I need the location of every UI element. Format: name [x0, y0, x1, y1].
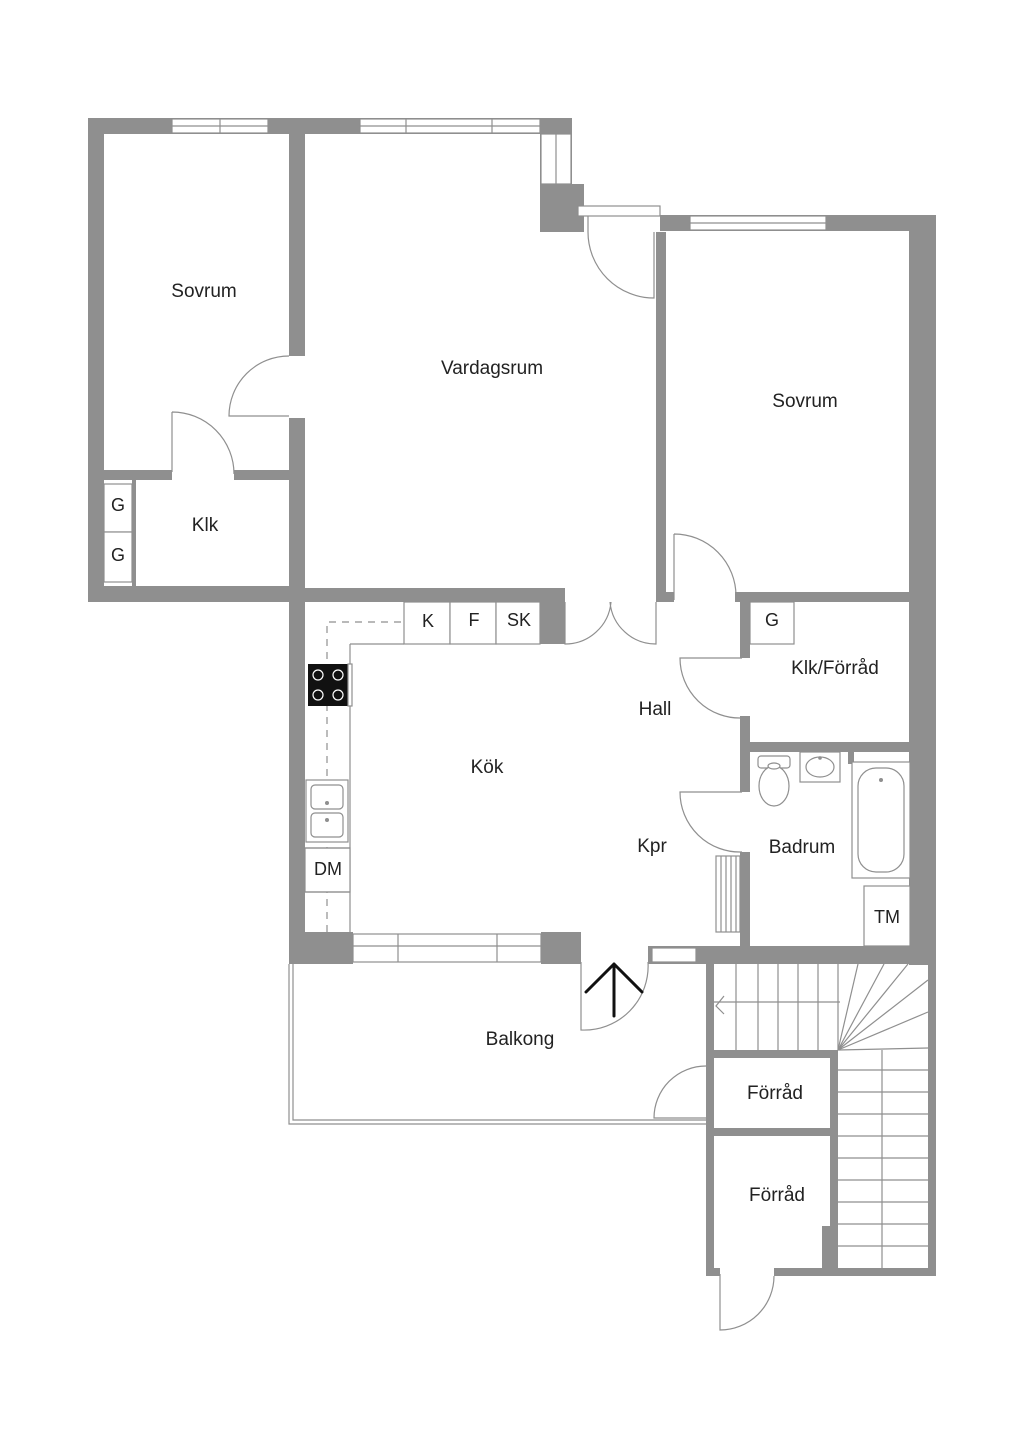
room-label-hall: Hall: [639, 699, 672, 720]
fridge-k: [403, 601, 451, 645]
door-vardagsrum-balcony: [587, 216, 655, 299]
wall-klk-partition: [132, 480, 136, 588]
fixture-label-f: F: [469, 610, 480, 630]
hall-radiator-icon: [715, 855, 741, 933]
window-kitchen: [352, 933, 542, 963]
wall-sovrum-right-bottom-b: [735, 592, 909, 602]
cabinet-sk: [495, 601, 541, 645]
dishwasher-dm: [304, 847, 351, 893]
kitchen-fixtures: [304, 601, 541, 932]
wall-sovrum-right-bottom-a: [656, 592, 674, 602]
fixture-label-dm: DM: [314, 859, 342, 879]
bathroom-sink-icon: [799, 751, 841, 783]
wall-right: [909, 215, 936, 965]
wall-sovrum-vardagsrum-upper: [289, 118, 305, 356]
room-label-kok: Kök: [471, 757, 504, 778]
kitchen-sink-icon: [305, 779, 349, 843]
wall-forrad-mid: [706, 1128, 838, 1136]
fixture-label-tm: TM: [874, 907, 900, 927]
room-label-vardagsrum: Vardagsrum: [441, 358, 543, 379]
wall-kitchen-bottom-right: [648, 946, 936, 964]
room-label-klk: Klk: [192, 515, 219, 536]
wall-badrum-left-b: [740, 852, 750, 950]
door-badrum: [679, 791, 743, 853]
bathroom-fixtures: [757, 751, 911, 947]
wall-klk-forrad-left-lower: [740, 716, 750, 746]
washing-machine-tm: [863, 885, 911, 947]
wall-badrum-left-a: [740, 752, 750, 792]
wall-storage-bottom-right: [774, 1268, 936, 1276]
wall-kitchen-bottom: [289, 932, 353, 964]
room-label-sovrum-left: Sovrum: [171, 281, 236, 302]
room-label-kpr: Kpr: [637, 836, 667, 857]
wall-left-bottom: [88, 586, 304, 602]
door-forrad-upper: [653, 1065, 707, 1119]
door-sovrum-right: [673, 533, 737, 600]
wall-badrum-column: [848, 752, 854, 764]
wall-storage-right: [928, 964, 936, 1276]
doors: [171, 216, 775, 1331]
wall-klk-forrad-bottom: [740, 742, 909, 752]
room-labels: Sovrum Vardagsrum Sovrum Klk Klk/Förråd …: [171, 281, 879, 1206]
stair-upper: [714, 963, 929, 1051]
fixture-label-g3: G: [765, 610, 779, 630]
balcony-outline-outer: [288, 964, 706, 1125]
freezer-f: [449, 601, 497, 645]
room-label-forrad-lower: Förråd: [749, 1185, 805, 1206]
door-entrance: [580, 961, 649, 1031]
door-klk: [171, 411, 235, 475]
balcony-outline-inner: [292, 964, 706, 1121]
door-sovrum-left: [228, 355, 290, 417]
fixture-label-k: K: [422, 611, 434, 631]
wall-sovrum-vardagsrum-lower: [289, 418, 305, 602]
stairwell: [706, 963, 936, 1276]
wall-klk-forrad-left: [740, 600, 750, 658]
door-forrad-lower: [719, 1274, 775, 1331]
wall-vardagsrum-bottom: [305, 588, 565, 602]
window-balcony-door-frame: [577, 205, 661, 217]
wall-forrad-right: [830, 1050, 838, 1226]
wall-kitchen-left: [289, 586, 305, 964]
room-label-klk-forrad: Klk/Förråd: [791, 658, 879, 679]
wall-notch-horizontal: [540, 184, 584, 232]
wall-sovrum-klk-left: [104, 470, 172, 480]
room-label-sovrum-right: Sovrum: [772, 391, 837, 412]
wall-vardagsrum-bottom-stub: [540, 588, 565, 644]
wall-storage-left: [706, 964, 714, 1276]
fixture-label-g1: G: [111, 495, 125, 515]
entrance-arrow: [584, 962, 644, 1018]
wardrobe-g2: [103, 531, 133, 583]
stove-icon: [308, 664, 348, 706]
balcony: [288, 964, 706, 1125]
room-label-balkong: Balkong: [486, 1029, 555, 1050]
door-vardagsrum-kok: [564, 601, 657, 645]
fixture-labels: G G G K F SK DM TM: [111, 495, 900, 927]
fixture-label-sk: SK: [507, 610, 531, 630]
bathtub-icon: [851, 761, 911, 879]
door-klk-forrad: [679, 657, 743, 719]
wall-left: [88, 118, 104, 602]
toilet-icon: [757, 755, 791, 807]
wall-storage-bottom-left: [706, 1268, 720, 1276]
stair-lower: [838, 1050, 928, 1268]
wall-kitchen-bottom-mid: [541, 932, 581, 964]
wardrobe-g1: [103, 483, 133, 533]
windows: [171, 118, 827, 963]
wardrobe-g3: [749, 601, 795, 645]
wall-forrad-top: [706, 1050, 838, 1058]
wall-vardagsrum-sovrum: [656, 232, 666, 602]
room-label-forrad-upper: Förråd: [747, 1083, 803, 1104]
interior-walls: [104, 118, 909, 950]
window-hall: [651, 947, 697, 963]
wall-sovrum-klk-right: [234, 470, 290, 480]
fixture-label-g2: G: [111, 545, 125, 565]
wall-forrad-right-foot: [822, 1226, 838, 1272]
room-label-badrum: Badrum: [769, 837, 836, 858]
